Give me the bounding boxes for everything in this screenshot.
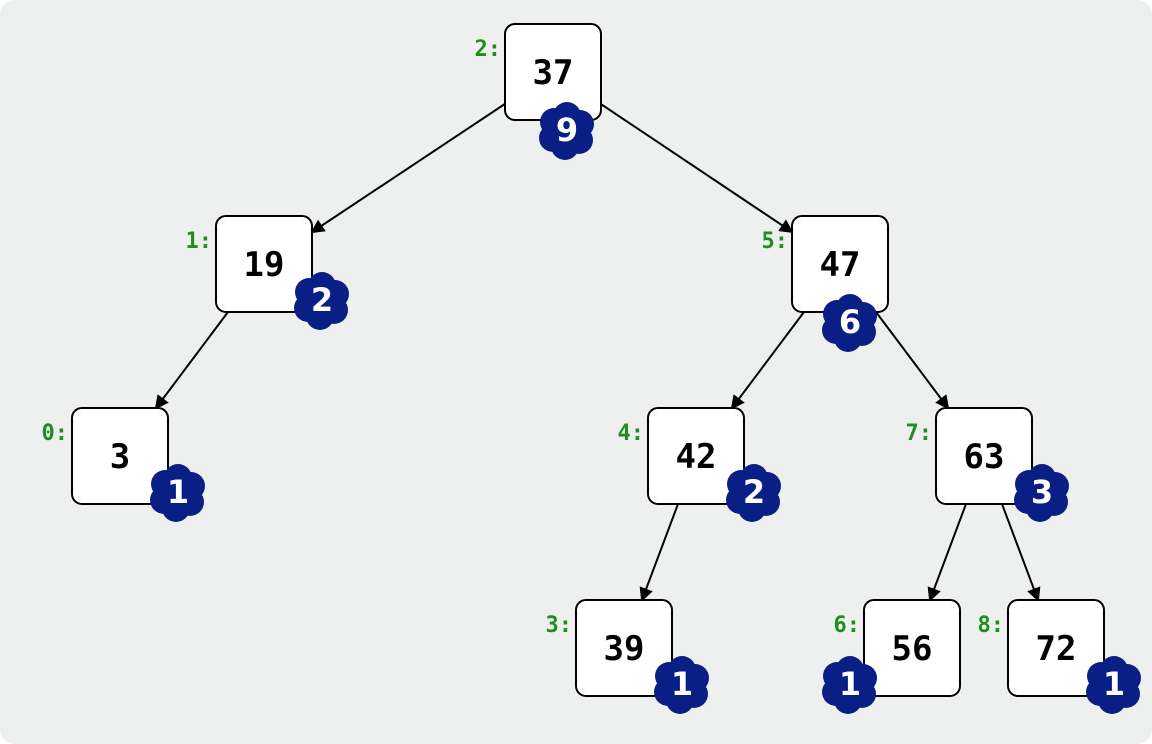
node-index-label: 5:	[762, 229, 789, 254]
cloud-badge-icon	[1086, 656, 1141, 714]
node-count: 1	[839, 665, 861, 703]
node-box	[71, 407, 169, 505]
node-count: 3	[1031, 473, 1053, 511]
edge-n19-n3	[154, 311, 229, 410]
node-value: 63	[964, 437, 1005, 477]
cloud-badge-icon	[822, 656, 877, 714]
node-box	[935, 407, 1033, 505]
node-value: 3	[110, 437, 130, 477]
node-value: 72	[1036, 629, 1077, 669]
cloud-badge-icon	[539, 102, 594, 160]
node-box	[647, 407, 745, 505]
node-index-label: 4:	[618, 421, 645, 446]
node-value: 56	[892, 629, 933, 669]
edge-n63-n72	[1001, 503, 1041, 602]
node-count: 6	[839, 303, 861, 341]
node-index-label: 1:	[186, 229, 213, 254]
edge-n47-n42	[730, 311, 805, 410]
node-value: 19	[244, 245, 285, 285]
tree-node: 72 8: 1	[978, 599, 1141, 714]
edge-n37-n47	[600, 103, 794, 234]
node-count: 2	[743, 473, 765, 511]
tree-node: 3 0: 1	[42, 407, 205, 522]
tree-node: 39 3: 1	[546, 599, 709, 714]
node-count: 2	[311, 281, 333, 319]
nodes-layer: 372:9191:2475:630:1424:2637:3393:1566:17…	[42, 23, 1141, 714]
node-index-label: 3:	[546, 613, 573, 638]
edge-n63-n56	[927, 503, 967, 602]
node-box	[1007, 599, 1105, 697]
tree-node: 37 2: 9	[475, 23, 602, 160]
tree-node: 56 6: 1	[822, 599, 961, 714]
cloud-badge-icon	[294, 272, 349, 330]
node-index-label: 6:	[834, 613, 861, 638]
edges-layer	[154, 103, 1041, 602]
tree-node: 19 1: 2	[186, 215, 349, 330]
node-index-label: 7:	[906, 421, 933, 446]
node-index-label: 8:	[978, 613, 1005, 638]
cloud-badge-icon	[654, 656, 709, 714]
node-count: 1	[671, 665, 693, 703]
node-value: 47	[820, 245, 861, 285]
edge-n37-n19	[310, 103, 506, 234]
node-box	[215, 215, 313, 313]
cloud-badge-icon	[150, 464, 205, 522]
node-count: 1	[1103, 665, 1125, 703]
node-value: 37	[533, 53, 574, 93]
tree-node: 63 7: 3	[906, 407, 1069, 522]
node-box	[863, 599, 961, 697]
node-count: 1	[167, 473, 189, 511]
node-value: 39	[604, 629, 645, 669]
node-box	[575, 599, 673, 697]
cloud-badge-icon	[822, 294, 877, 352]
node-index-label: 2:	[475, 37, 502, 62]
node-value: 42	[676, 437, 717, 477]
edge-n47-n63	[875, 311, 950, 410]
cloud-badge-icon	[1014, 464, 1069, 522]
tree-node: 47 5: 6	[762, 215, 889, 352]
node-count: 9	[556, 111, 578, 149]
edge-n42-n39	[639, 503, 679, 602]
cloud-badge-icon	[726, 464, 781, 522]
node-index-label: 0:	[42, 421, 69, 446]
tree-node: 42 4: 2	[618, 407, 781, 522]
